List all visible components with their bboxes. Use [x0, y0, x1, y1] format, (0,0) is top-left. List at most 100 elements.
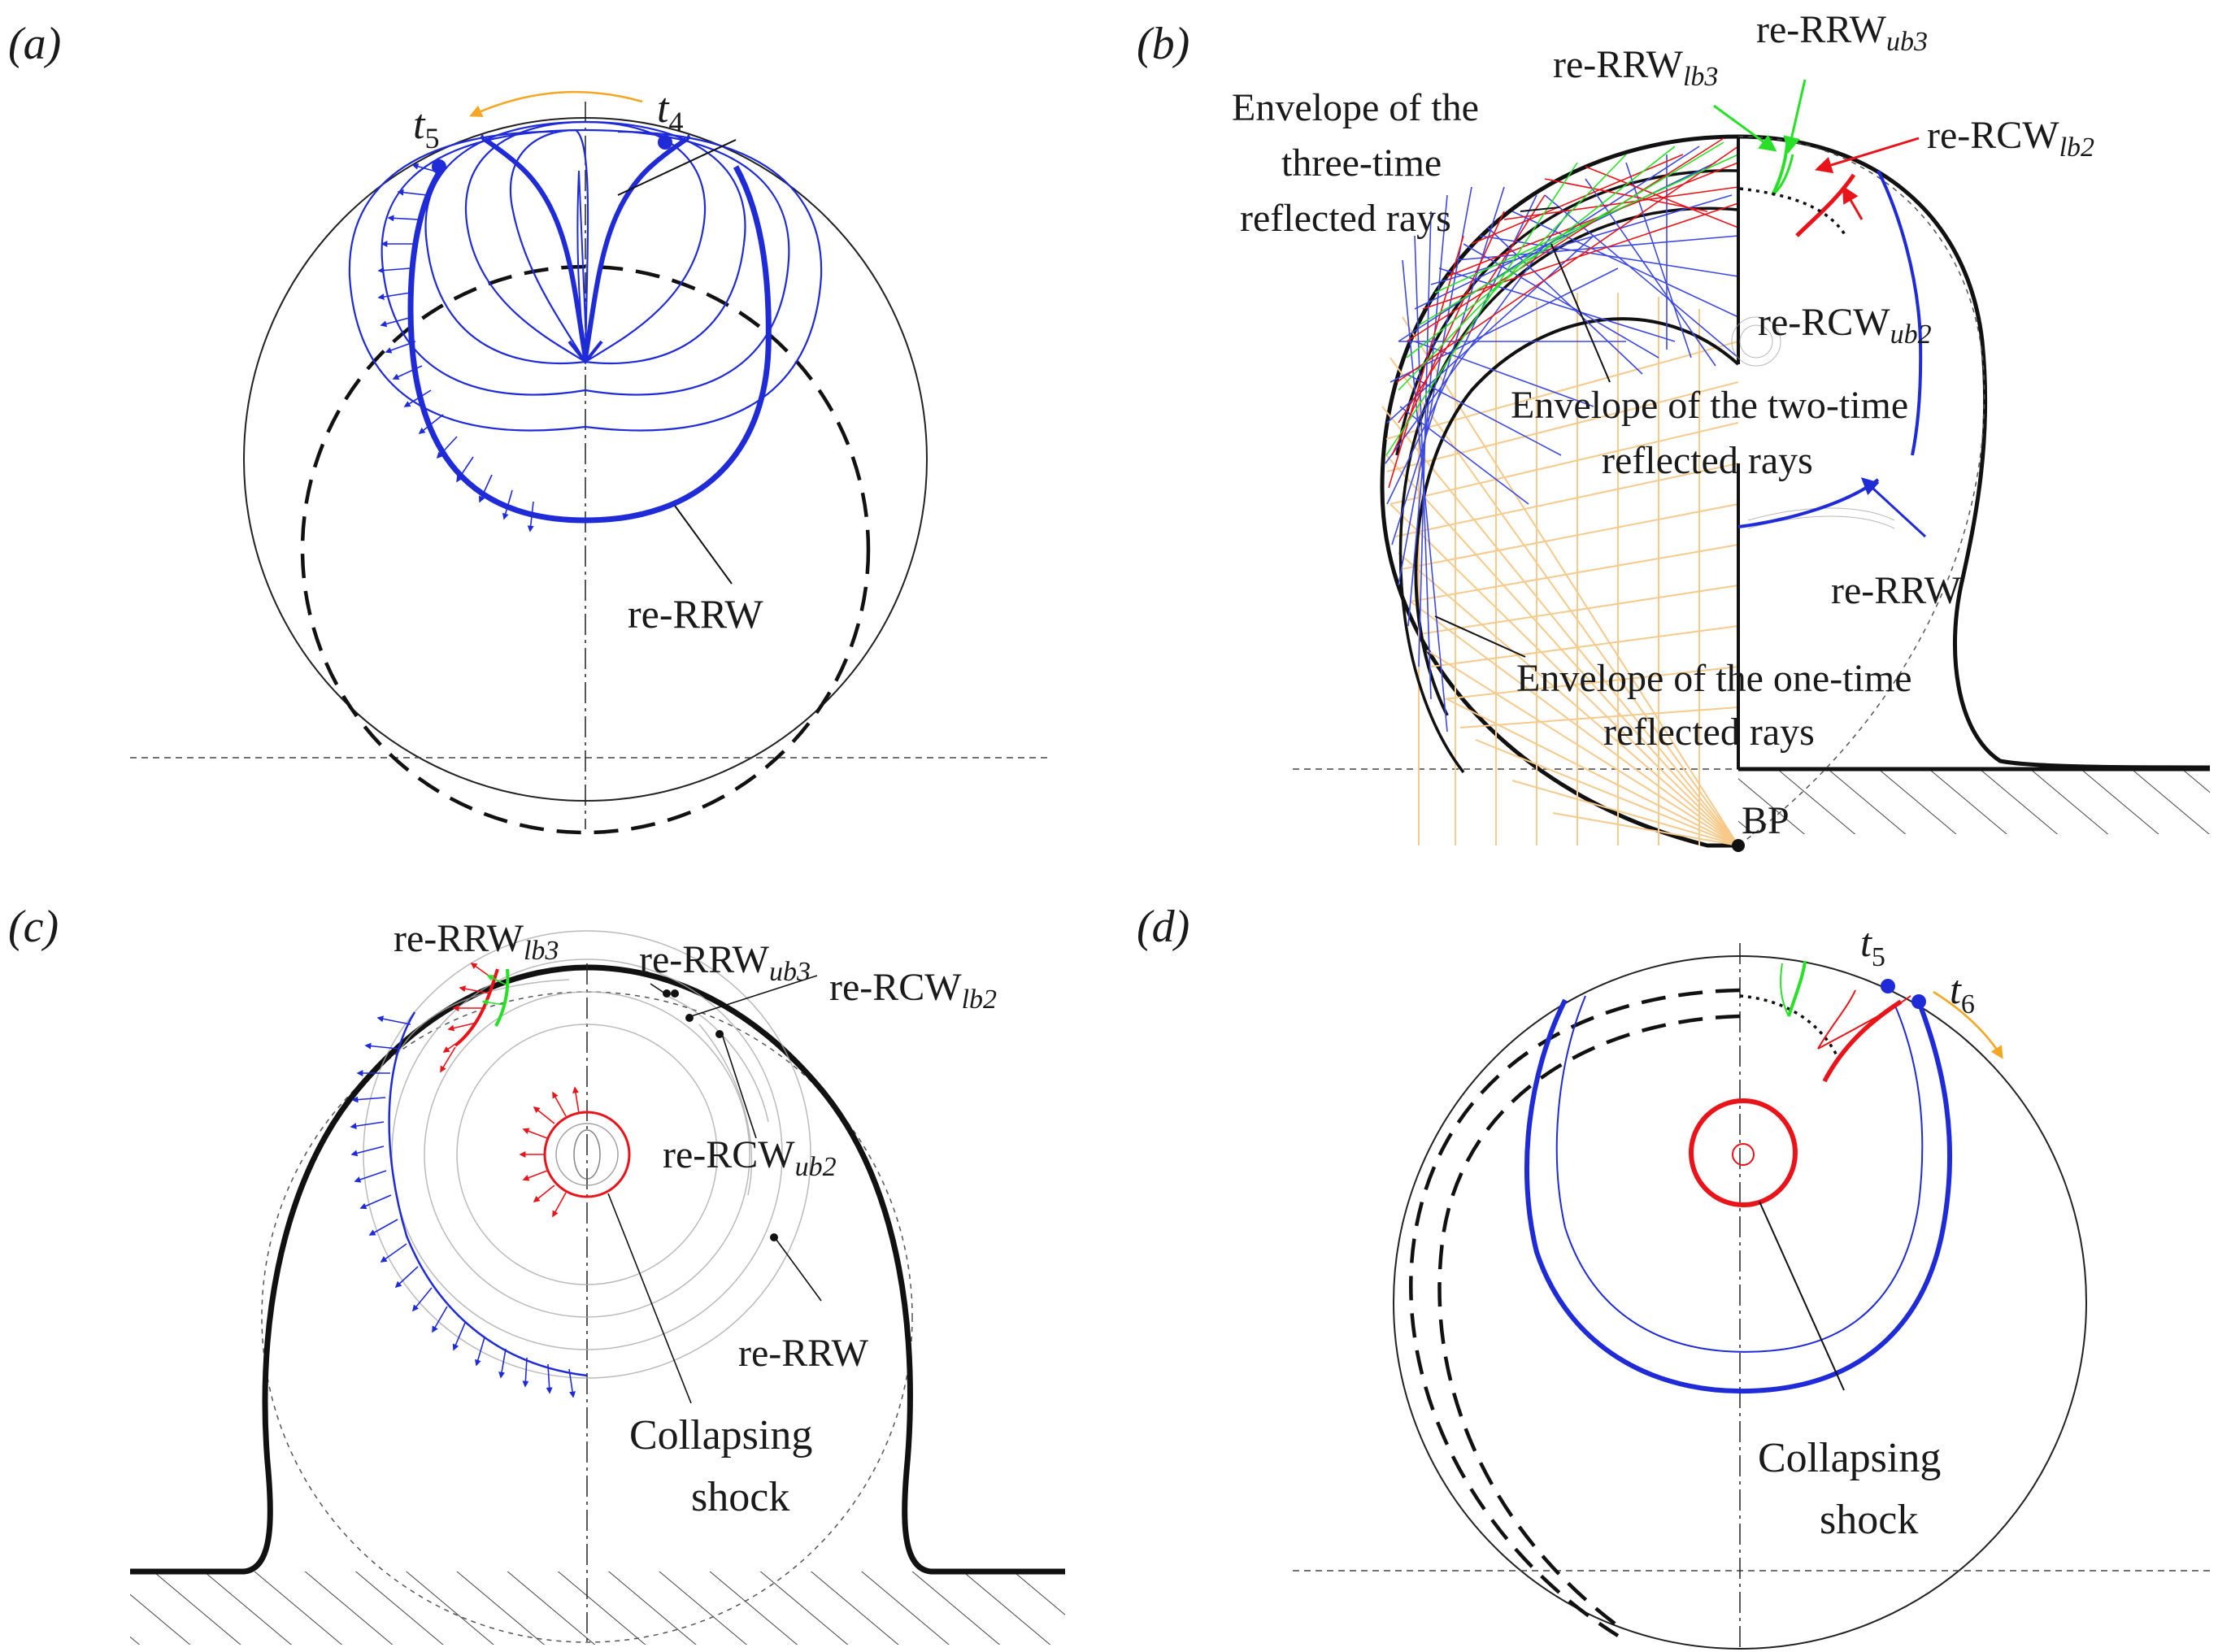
panel-d: (d) Collapsing shock t5 t6: [1137, 902, 2210, 1650]
t4-label: t4: [657, 85, 683, 138]
cusp-leader: [617, 139, 737, 196]
c-re-rrw-ub3-label: re-RRWub3: [639, 938, 811, 987]
c-re-rcw-front: [454, 968, 499, 1047]
d-collapsing-l2: shock: [1820, 1497, 1918, 1543]
one-time-rays: [1381, 293, 1738, 846]
d-re-rrw-lb3-thin: [1780, 963, 1790, 1017]
b-re-rcw-lb2-label: re-RCWlb2: [1927, 114, 2094, 163]
t4-marker: [658, 135, 672, 150]
panel-a: (a): [8, 19, 1049, 835]
wall-hatching: [1738, 769, 2210, 834]
d-re-rrw-bold: [1524, 998, 1953, 1393]
re-rcw-lb2-front: [1795, 173, 1856, 237]
d-t5-label: t5: [1860, 919, 1885, 972]
d-re-rcw-bold: [1822, 999, 1903, 1083]
c-re-rrw-lb3-label: re-RRWlb3: [394, 917, 559, 966]
four-time-rays: [1385, 141, 1738, 456]
b-arrow-lb2-2: [1842, 185, 1864, 220]
c-re-rrw-arrows: [350, 1015, 576, 1398]
b-envelope-three-l3: reflected rays: [1240, 197, 1451, 240]
d-collapsing-shock-center: [1732, 1143, 1755, 1166]
b-envelope-three-leader: [1520, 206, 1560, 212]
panel-b: (b): [1137, 8, 2211, 852]
b-envelope-one-leader: [1434, 615, 1526, 658]
panel-b-label: (b): [1137, 19, 1189, 69]
bp-marker: [1732, 839, 1745, 852]
re-rrw-leader: [674, 505, 733, 585]
t5-marker: [432, 159, 446, 174]
b-rrw-label: re-RRW: [1831, 569, 1962, 612]
re-rcw-ub2-front-b: [1877, 170, 1923, 456]
bp-label: BP: [1742, 799, 1790, 842]
b-envelope-two-leader: [1550, 243, 1611, 383]
d-re-rrw-thin: [1555, 995, 1924, 1353]
re-rrw-b: [1737, 478, 1880, 528]
b-envelope-three-l2: three-time: [1281, 141, 1442, 185]
panel-d-label: (d): [1137, 902, 1189, 952]
b-envelope-one-l2: reflected rays: [1603, 711, 1815, 754]
b-arrow-lb3: [1713, 104, 1777, 152]
c-schlieren-rings: [363, 930, 811, 1379]
c-re-rcw-lb2-label: re-RCWlb2: [829, 966, 997, 1015]
b-re-rrw-lb3-label: re-RRWlb3: [1553, 43, 1718, 92]
b-envelope-two-l1: Envelope of the two-time: [1511, 384, 1908, 427]
b-re-rrw-ub3-label: re-RRWub3: [1756, 8, 1928, 57]
b-arrow-ub3: [1783, 79, 1807, 154]
d-t6-marker: [1911, 994, 1926, 1009]
b-re-rcw-ub2-label: re-RCWub2: [1758, 301, 1932, 350]
b-arrow-lb2: [1814, 137, 1920, 174]
c-wall-hatching: [130, 1572, 1065, 1645]
c-dot-lb3: [663, 989, 671, 998]
c-leader-ub2: [721, 1033, 757, 1139]
c-re-rrw-lb3-arrows: [481, 975, 508, 1006]
d-dashed-arc-inner: [1437, 1014, 1741, 1628]
d-t5-marker: [1881, 979, 1895, 993]
c-dot-lb2: [685, 1014, 694, 1022]
b-arrow-rrw: [1860, 477, 1927, 538]
b-envelope-two-l2: reflected rays: [1602, 439, 1813, 482]
c-leader-lb2: [690, 975, 818, 1017]
panel-a-label: (a): [8, 19, 61, 69]
c-collapsing-shock-arrows: [519, 1086, 580, 1218]
c-collapsing-l1: Collapsing: [629, 1412, 812, 1459]
t5-label: t5: [413, 102, 439, 154]
envelope-two-time: [1398, 206, 1739, 774]
c-leader-lb3: [650, 983, 666, 994]
c-leader-collapsing: [607, 1193, 692, 1404]
b-envelope-three-l1: Envelope of the: [1232, 86, 1479, 129]
reference-circle-right: [1737, 136, 1985, 846]
re-rrw-fronts: [348, 120, 823, 524]
c-dot-ub3: [671, 989, 679, 998]
droplet-contour-left: [1380, 134, 1739, 848]
b-envelope-one-l1: Envelope of the one-time: [1516, 657, 1912, 700]
d-t6-label: t6: [1950, 967, 1975, 1019]
d-collapsing-leader: [1759, 1201, 1845, 1391]
d-collapsing-shock-ring: [1689, 1098, 1798, 1207]
three-time-rays: [1388, 137, 1738, 489]
dotted-curve-b: [1739, 187, 1847, 237]
re-rrw-arrows: [377, 163, 534, 533]
envelope-one-time: [1414, 317, 1740, 716]
c-re-rrw-label: re-RRW: [738, 1332, 869, 1375]
d-dotted-arc: [1739, 994, 1839, 1058]
droplet-contour-right: [1737, 134, 2211, 770]
d-re-rcw-thin: [1817, 989, 1856, 1050]
c-leader-rrw: [776, 1239, 822, 1302]
d-time-arrow: [1933, 990, 2003, 1059]
d-re-rcw-thin2: [1817, 995, 1911, 1050]
c-dot-ub2: [715, 1030, 724, 1038]
panel-c: (c): [8, 902, 1065, 1645]
d-dashed-arc-outer: [1409, 988, 1741, 1637]
c-dot-rrw: [770, 1233, 778, 1241]
c-droplet-contour: [130, 964, 1065, 1575]
panel-c-label: (c): [8, 902, 59, 952]
re-rrw-label: re-RRW: [628, 591, 763, 637]
c-re-rrw-front: [388, 1011, 588, 1377]
c-re-rcw-ub2-label: re-RCWub2: [663, 1133, 837, 1182]
reference-dashed-circle: [300, 264, 871, 835]
time-arrow: [469, 90, 643, 117]
c-re-rrw-lb3-front: [494, 968, 510, 1027]
d-collapsing-l1: Collapsing: [1758, 1435, 1941, 1481]
d-re-rrw-lb3-bold: [1787, 960, 1807, 1017]
